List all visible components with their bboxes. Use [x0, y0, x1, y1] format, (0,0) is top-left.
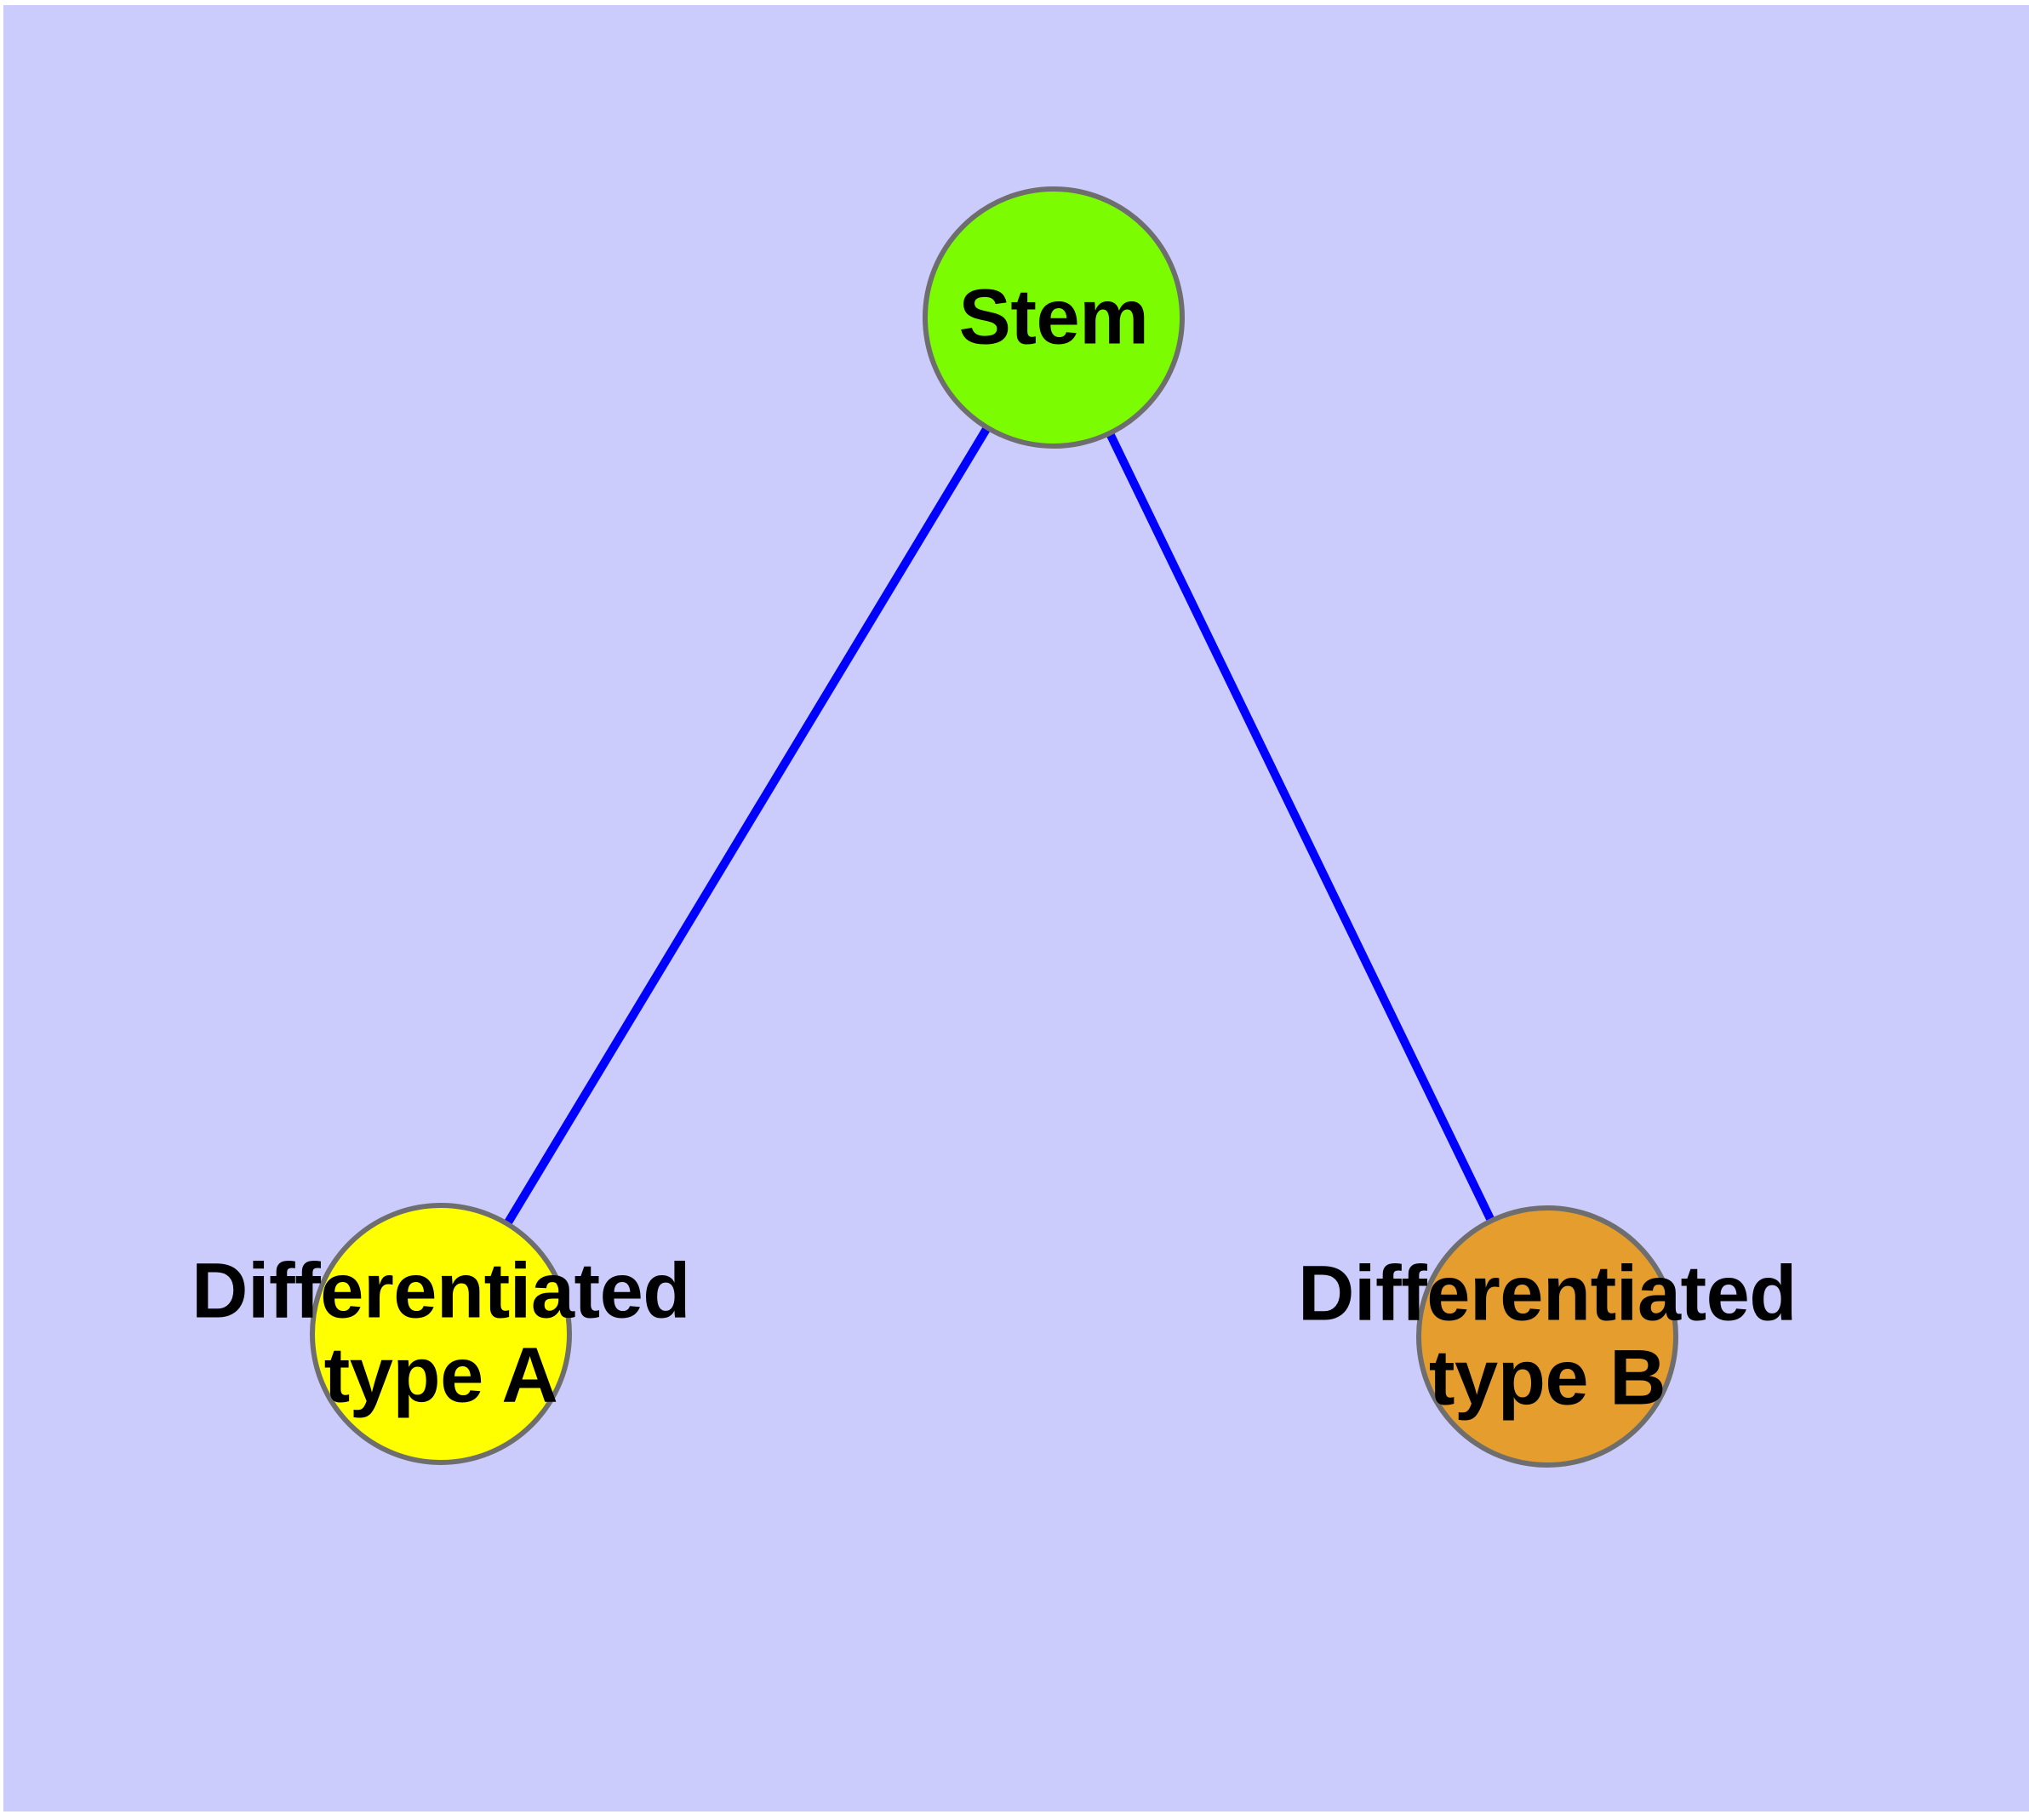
nodes-layer [310, 186, 1678, 1468]
node-stem[interactable] [923, 186, 1185, 449]
edge-stem-diff-b [1105, 429, 1496, 1225]
node-diff_a[interactable] [310, 1203, 572, 1465]
edges-layer [502, 424, 1496, 1228]
edge-stem-diff-a [502, 424, 992, 1228]
node-diff_b[interactable] [1416, 1205, 1678, 1468]
